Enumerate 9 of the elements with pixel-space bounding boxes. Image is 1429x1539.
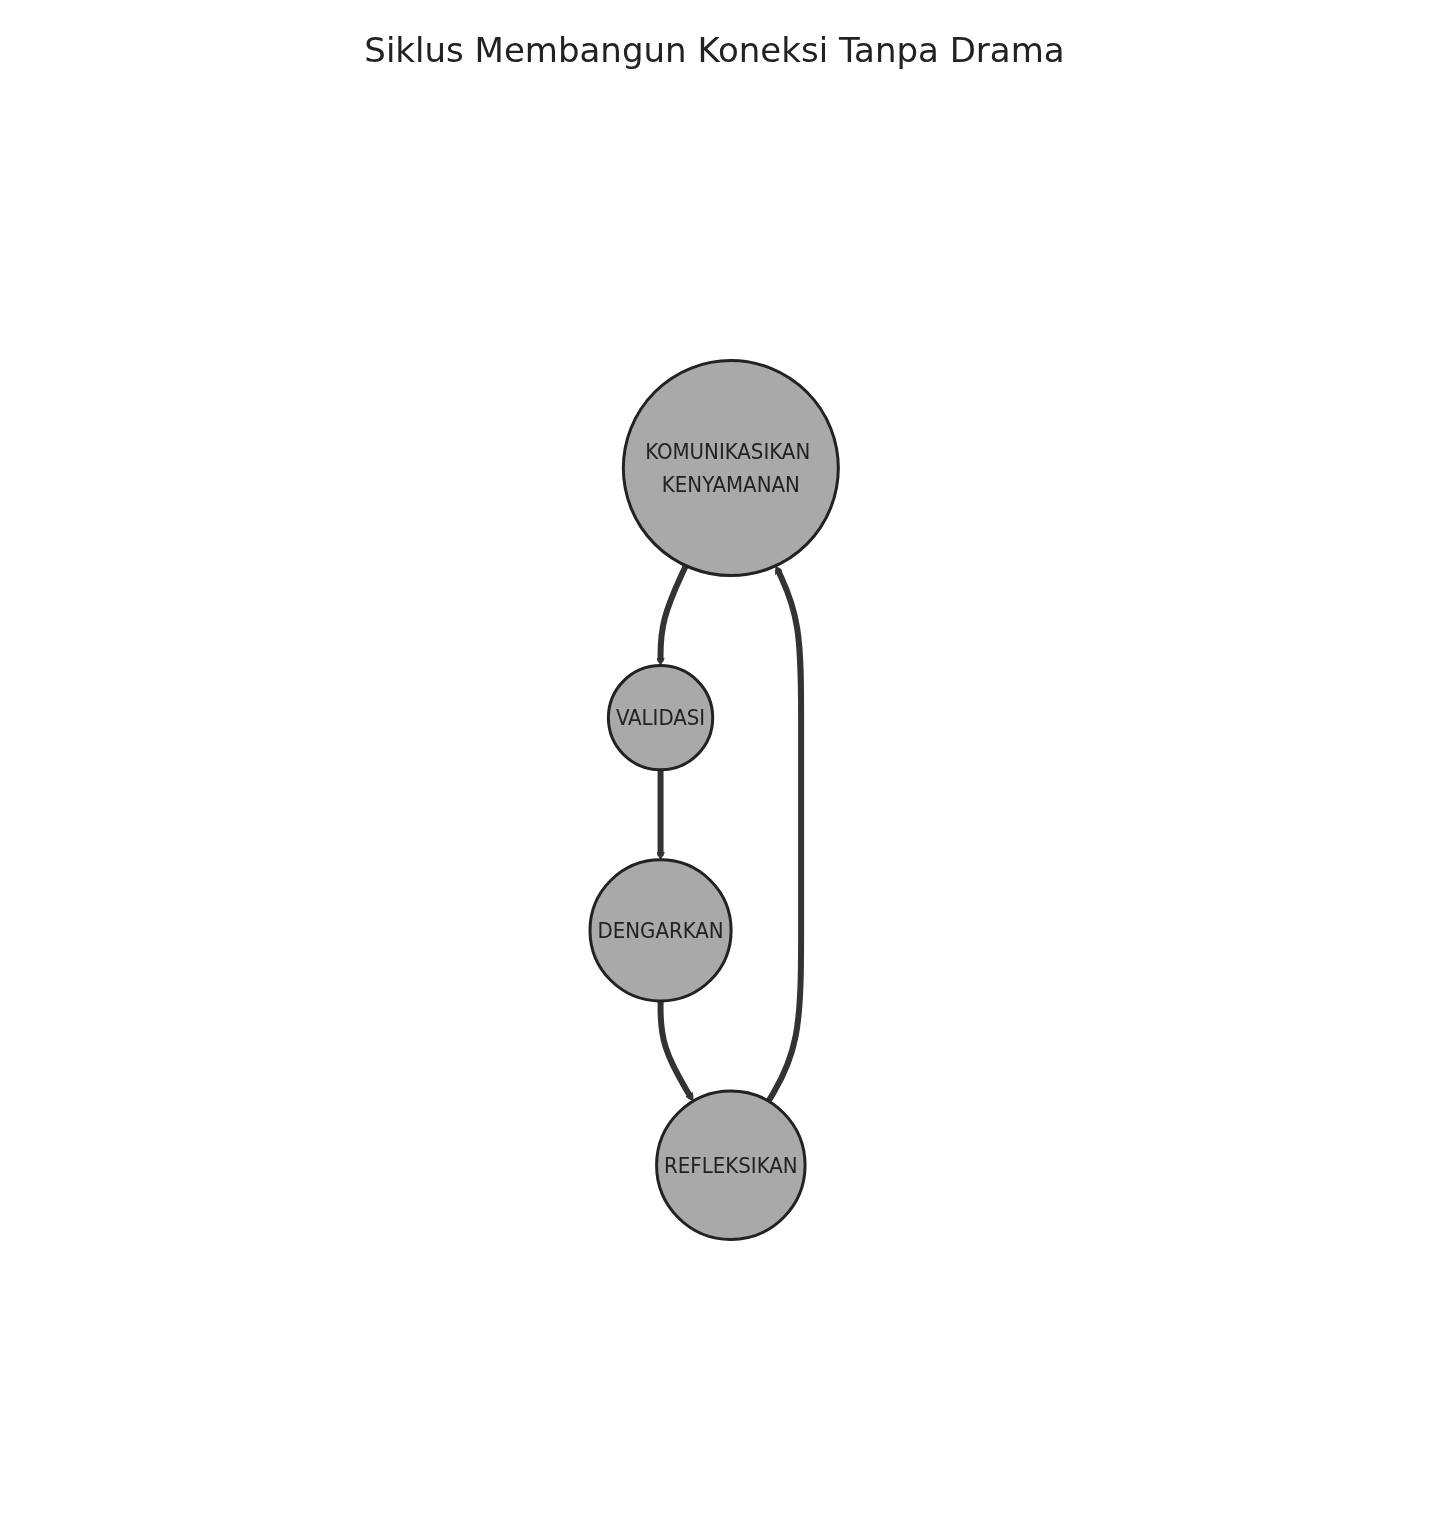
- arrow: [656, 564, 689, 666]
- arrow: [656, 769, 666, 861]
- node-circle: REFLEKSIKAN: [655, 1089, 807, 1241]
- arrow: [766, 565, 805, 1103]
- node-circle: VALIDASI: [607, 664, 715, 772]
- node-circle: DENGARKAN: [588, 858, 733, 1003]
- arrow: [657, 1000, 694, 1102]
- node-circle: KOMUNIKASIKAN KENYAMANAN: [622, 359, 841, 578]
- diagram-title: Siklus Membangun Koneksi Tanpa Drama: [363, 30, 1066, 70]
